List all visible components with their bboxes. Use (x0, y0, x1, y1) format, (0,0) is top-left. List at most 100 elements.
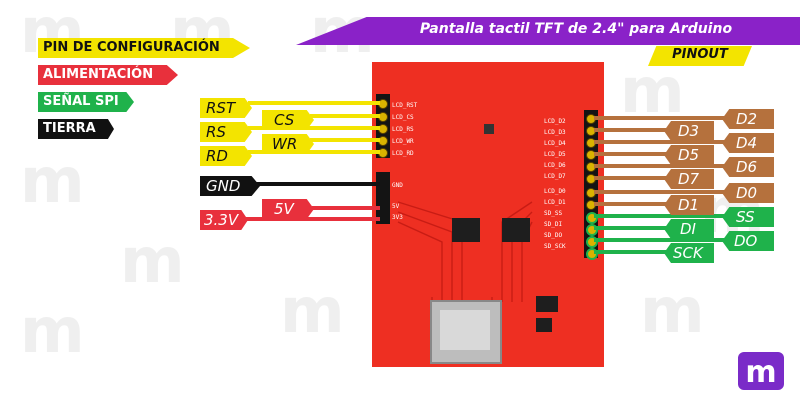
wire-5v (312, 206, 380, 210)
wire-do (594, 238, 728, 242)
label-sck-text: SCK (673, 244, 703, 262)
legend-config-label: PIN DE CONFIGURACIÓN (43, 40, 220, 55)
label-cs: CS (262, 110, 314, 130)
ic-chip-left (452, 218, 480, 242)
label-d6-text: D6 (736, 158, 758, 176)
wire-rd (248, 150, 380, 154)
label-gnd-text: GND (206, 177, 241, 195)
legend-power-label: ALIMENTACIÓN (43, 67, 154, 82)
wire-rs (248, 126, 380, 130)
wire-3v3 (244, 217, 380, 221)
legend-power: ALIMENTACIÓN (38, 65, 178, 85)
wire-rst (248, 101, 380, 105)
label-d4: D4 (722, 133, 774, 153)
wire-ss (594, 214, 728, 218)
legend-spi-label: SEÑAL SPI (43, 94, 119, 109)
label-di-text: DI (680, 220, 696, 238)
label-d5: D5 (664, 145, 714, 165)
pin-label: LCD_D1 (544, 199, 566, 206)
label-d7-text: D7 (678, 170, 700, 188)
pin-label: SD_DI (544, 221, 563, 228)
sd-card-slot (430, 300, 502, 364)
pin-label: 5V (392, 203, 400, 210)
pin-label: SD_SS (544, 210, 563, 217)
label-d2: D2 (722, 109, 774, 129)
pin-label: LCD_D4 (544, 140, 566, 147)
label-rd: RD (200, 146, 252, 166)
label-rd-text: RD (206, 147, 228, 165)
label-rst-text: RST (206, 99, 236, 117)
ic-chip-right (502, 218, 530, 242)
label-wr-text: WR (272, 135, 298, 153)
label-di: DI (664, 219, 714, 239)
label-d0: D0 (722, 183, 774, 203)
wire-gnd (256, 182, 380, 186)
label-d7: D7 (664, 169, 714, 189)
wire-cs (310, 114, 380, 118)
title-banner-background (296, 17, 800, 45)
pin-label: 3V3 (392, 214, 403, 221)
pin-label: LCD_WR (392, 138, 414, 145)
label-ss-text: SS (736, 208, 755, 226)
board-silkscreen-label: 2.4" TFT LCD Shield (341, 300, 352, 414)
voltage-regulator (536, 296, 558, 312)
legend-ground: TIERRA (38, 119, 114, 139)
title-banner: Pantalla tactil TFT de 2.4" para Arduino (296, 17, 800, 45)
watermark-logo: m (620, 54, 685, 127)
label-d3-text: D3 (678, 122, 700, 140)
brand-logo: m (738, 352, 784, 390)
wire-d2 (594, 116, 728, 120)
legend-spi: SEÑAL SPI (38, 92, 134, 112)
label-d0-text: D0 (736, 184, 758, 202)
watermark-logo: m (20, 144, 85, 217)
pin-label: LCD_D2 (544, 118, 566, 125)
watermark-logo: m (20, 294, 85, 367)
pin-label: LCD_D6 (544, 162, 566, 169)
wire-sck (594, 250, 670, 254)
wire-wr (310, 138, 380, 142)
pin-label: SD_DO (544, 232, 563, 239)
pin-label: LCD_RD (392, 150, 414, 157)
pinout-tag (648, 46, 752, 66)
label-d3: D3 (664, 121, 714, 141)
label-rst: RST (200, 98, 252, 118)
watermark-logo: m (640, 274, 705, 347)
wire-d3 (594, 128, 670, 132)
label-5v-text: 5V (274, 200, 294, 218)
wire-d4 (594, 140, 728, 144)
pin-label: LCD_D0 (544, 188, 566, 195)
transistor-chip (536, 318, 552, 332)
label-sck: SCK (664, 243, 714, 263)
pinout-diagram: m m m m m m m m m m m Pantalla tactil TF… (20, 0, 800, 390)
pin-label: GND (392, 182, 403, 189)
pin-label: LCD_RST (392, 102, 418, 109)
label-d4-text: D4 (736, 134, 758, 152)
label-rs-text: RS (206, 123, 226, 141)
label-3v3: 3.3V (200, 210, 248, 230)
watermark-logo: m (120, 224, 185, 297)
label-ss: SS (722, 207, 774, 227)
pin-label: LCD_D3 (544, 129, 566, 136)
label-wr: WR (262, 134, 314, 154)
label-d2-text: D2 (736, 110, 758, 128)
label-rs: RS (200, 122, 252, 142)
wire-d1 (594, 202, 670, 206)
pin-label: LCD_D7 (544, 173, 566, 180)
label-5v: 5V (262, 199, 314, 219)
wire-d5 (594, 152, 670, 156)
wire-d0 (594, 190, 728, 194)
page-title: Pantalla tactil TFT de 2.4" para Arduino (419, 21, 733, 37)
label-do: DO (722, 231, 774, 251)
label-do-text: DO (734, 232, 758, 250)
label-gnd: GND (200, 176, 260, 196)
label-d1: D1 (664, 195, 714, 215)
pin-label: SD_SCK (544, 243, 566, 250)
pin-label: LCD_CS (392, 114, 414, 121)
brand-logo-letter: m (745, 355, 776, 390)
smd-component (484, 124, 494, 134)
pin-label: LCD_D5 (544, 151, 566, 158)
legend-ground-label: TIERRA (43, 121, 96, 136)
watermark-logo: m (280, 274, 345, 347)
label-3v3-text: 3.3V (204, 211, 239, 229)
legend-config: PIN DE CONFIGURACIÓN (38, 38, 250, 58)
